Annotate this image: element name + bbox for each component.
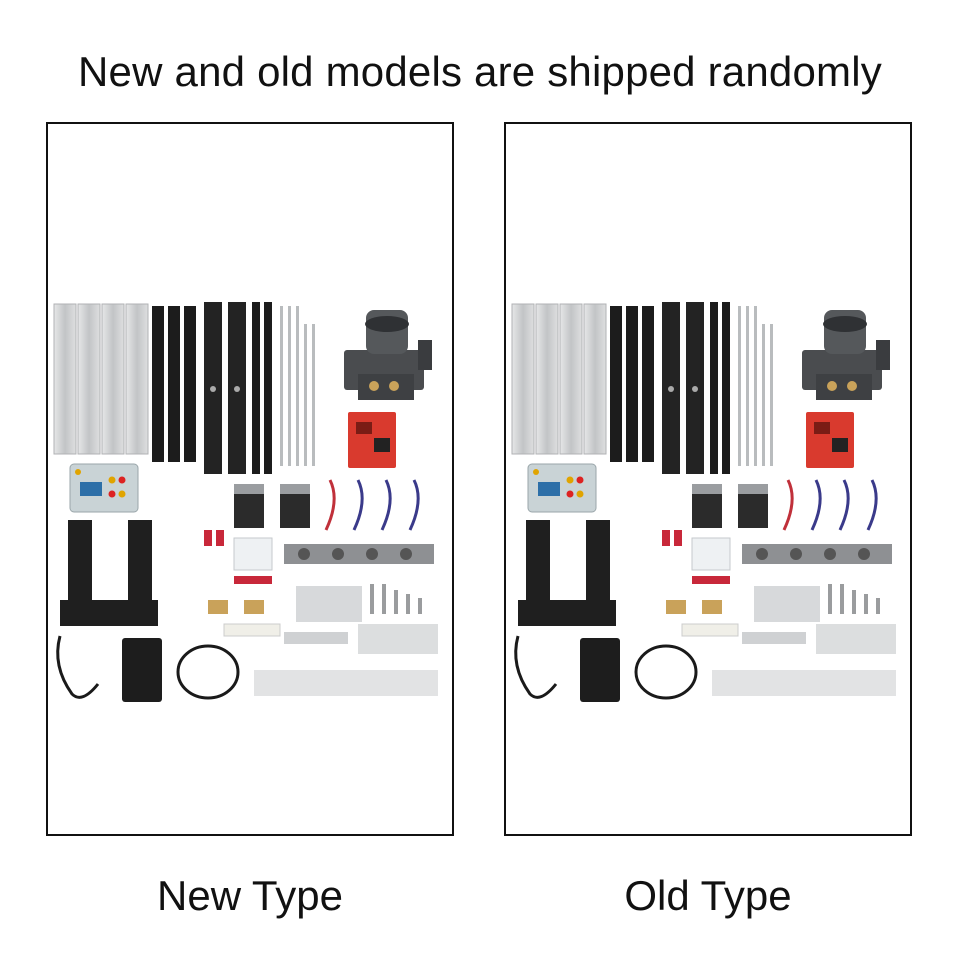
new-type-caption: New Type — [157, 872, 343, 919]
new-type-kit-image — [52, 300, 440, 704]
page-title: New and old models are shipped randomly — [78, 48, 882, 95]
old-type-panel — [504, 122, 912, 836]
new-type-panel — [46, 122, 454, 836]
old-type-kit-image — [510, 300, 898, 704]
old-type-caption: Old Type — [624, 872, 792, 919]
